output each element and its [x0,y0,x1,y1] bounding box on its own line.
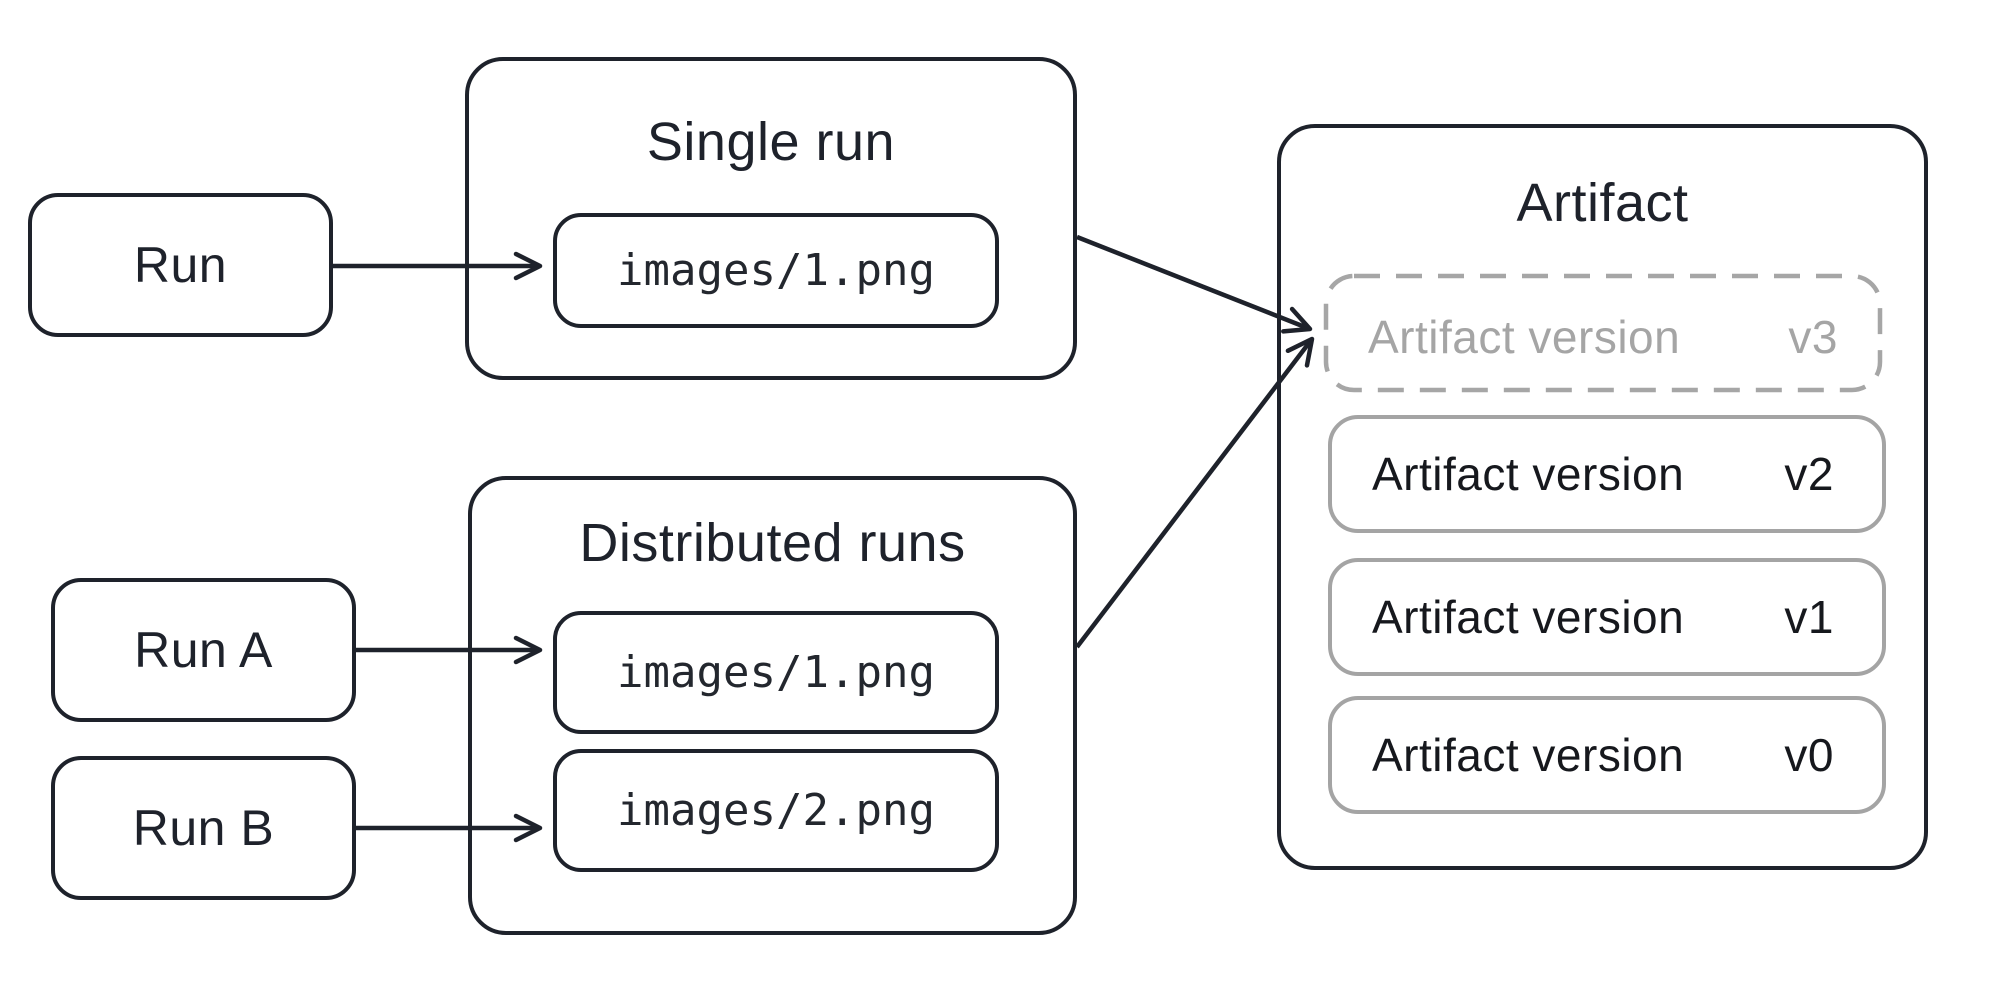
artifact-version-label: Artifact version [1372,729,1685,781]
single-run-file-node: images/1.png [553,213,999,328]
distributed-file-label-2: images/2.png [617,785,935,836]
artifact-version-label: Artifact version [1372,591,1685,643]
artifact-version-tag: v1 [1784,591,1834,643]
single-run-group: Single run images/1.png [465,57,1077,380]
run-node: Run [28,193,333,337]
distributed-runs-group-title: Distributed runs [579,513,966,573]
artifact-group: Artifact Artifact version v3 Artifact ve… [1277,124,1928,870]
artifact-version-label: Artifact version [1368,311,1681,363]
artifact-version-tag: v2 [1784,448,1834,500]
run-a-node-label: Run A [134,622,273,678]
artifact-version-tag: v0 [1784,729,1834,781]
artifact-version-label: Artifact version [1372,448,1685,500]
run-a-node: Run A [51,578,356,722]
arrow-single-run-to-artifact [1076,234,1313,334]
artifact-version-row: Artifact version v0 [1328,696,1886,814]
artifact-version-row: Artifact version v2 [1328,415,1886,533]
distributed-file-node-2: images/2.png [553,749,999,872]
run-b-node-label: Run B [132,800,275,856]
distributed-runs-group: Distributed runs images/1.png images/2.p… [468,476,1077,935]
single-run-file-label: images/1.png [617,245,935,296]
artifact-version-row: Artifact version v1 [1328,558,1886,676]
artifact-version-tag: v3 [1788,311,1838,363]
single-run-group-title: Single run [646,112,896,172]
distributed-file-node-1: images/1.png [553,611,999,734]
artifact-group-title: Artifact [1516,173,1689,233]
run-node-label: Run [133,237,228,293]
artifact-version-row-pending: Artifact version v3 [1328,278,1886,396]
run-b-node: Run B [51,756,356,900]
distributed-file-label-1: images/1.png [617,647,935,698]
